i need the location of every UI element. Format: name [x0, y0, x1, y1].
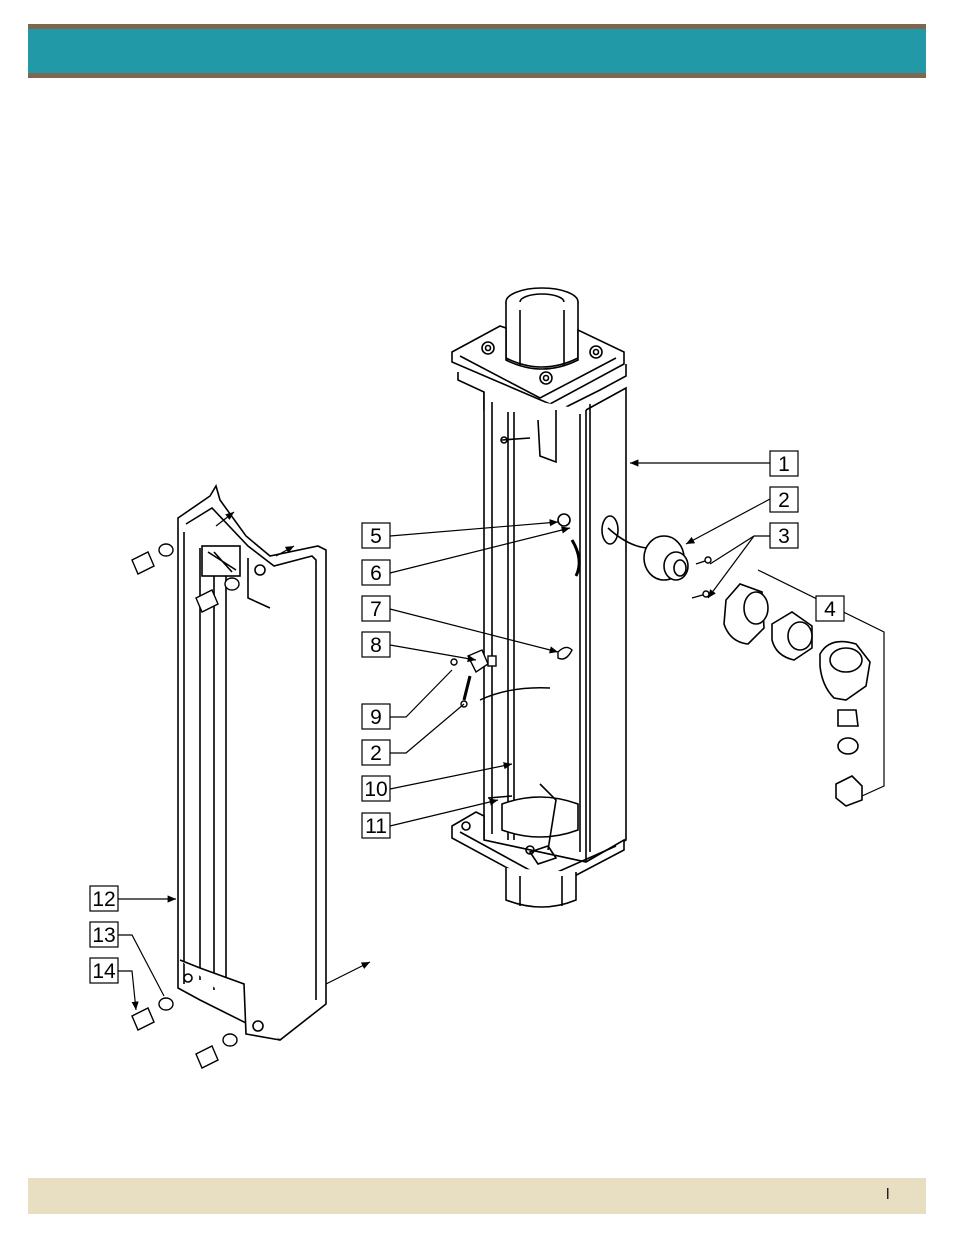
callout-9: 9 — [362, 704, 390, 729]
callout-6: 6 — [362, 560, 390, 585]
bottom-nut — [506, 868, 576, 907]
cable-gland — [608, 528, 688, 580]
screw-3b — [692, 591, 709, 598]
front-cover — [178, 486, 326, 1040]
svg-text:9: 9 — [370, 706, 382, 729]
callout-10: 10 — [362, 776, 390, 801]
callout-5: 5 — [362, 523, 390, 548]
svg-text:10: 10 — [364, 778, 387, 801]
svg-text:6: 6 — [370, 562, 382, 585]
callout-4: 4 — [816, 596, 844, 621]
svg-text:4: 4 — [824, 598, 836, 621]
top-nut — [506, 288, 578, 367]
svg-text:12: 12 — [92, 888, 115, 911]
callout-14: 14 — [90, 958, 118, 983]
housing — [458, 364, 626, 862]
svg-text:3: 3 — [778, 525, 790, 548]
callout-13: 13 — [90, 922, 118, 947]
footer-bar: I — [28, 1178, 926, 1214]
svg-text:7: 7 — [370, 598, 382, 621]
direction-arrow-bottom — [326, 962, 370, 984]
svg-text:5: 5 — [370, 525, 382, 548]
svg-text:2: 2 — [370, 742, 382, 765]
callout-12: 12 — [90, 886, 118, 911]
callout-2-bottom: 2 — [362, 740, 390, 765]
svg-text:2: 2 — [778, 489, 790, 512]
footer-page-mark: I — [886, 1186, 890, 1204]
screw-3a — [696, 557, 711, 564]
callout-3: 3 — [770, 523, 798, 548]
svg-text:14: 14 — [92, 960, 116, 983]
elbow-fitting-group — [724, 584, 870, 806]
flowmeter-body — [452, 288, 626, 907]
callout-7: 7 — [362, 596, 390, 621]
svg-text:13: 13 — [92, 924, 115, 947]
svg-text:8: 8 — [370, 634, 382, 657]
svg-text:1: 1 — [778, 453, 790, 476]
svg-text:11: 11 — [365, 815, 387, 838]
callout-11: 11 — [362, 813, 390, 838]
callout-2-top: 2 — [770, 487, 798, 512]
callout-8: 8 — [362, 632, 390, 657]
callout-1: 1 — [770, 451, 798, 476]
